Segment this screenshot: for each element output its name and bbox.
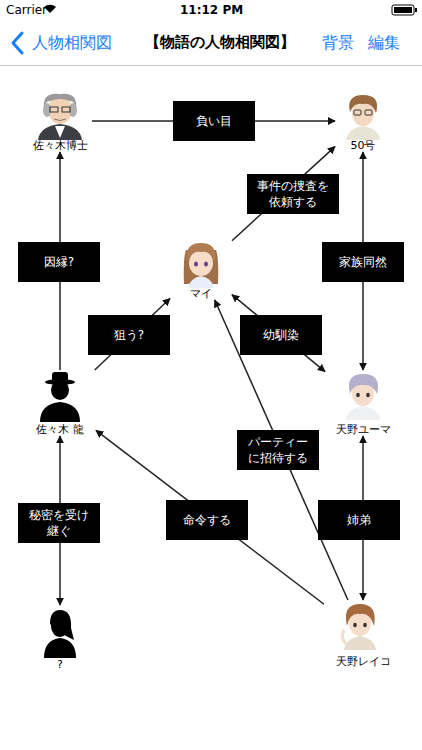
character-name: 佐々木博士 — [33, 139, 88, 152]
relation-label: 秘密を受け継ぐ — [18, 503, 100, 543]
character-name: 佐々木 龍 — [36, 423, 84, 436]
character-name: 天野ユーマ — [336, 423, 391, 436]
relation-label: 事件の捜査を依頼する — [247, 174, 339, 214]
relation-label: 負い目 — [173, 101, 255, 141]
character-node: 佐々木 龍 — [24, 370, 96, 436]
portrait-mai — [184, 243, 219, 288]
nav-separator — [0, 65, 422, 66]
relation-label: 狙う? — [88, 315, 170, 355]
back-button: 人物相関図 — [32, 33, 112, 54]
nav-button: 編集 — [368, 33, 400, 54]
character-node: マイ — [170, 238, 232, 300]
relation-label: 因縁? — [18, 242, 100, 282]
back-chevron — [13, 33, 22, 53]
relation-label: 命令する — [166, 500, 248, 540]
character-name: 50号 — [351, 139, 376, 152]
character-node: 天野ユーマ — [325, 370, 401, 436]
relation-arrow — [215, 300, 348, 600]
nav-button: 背景 — [322, 33, 354, 54]
character-name: 天野レイコ — [336, 655, 391, 668]
portrait-reiko — [342, 604, 376, 650]
character-node: 佐々木博士 — [28, 90, 92, 152]
character-name: ? — [57, 658, 63, 671]
character-node: ? — [35, 605, 85, 671]
relation-label: 姉弟 — [318, 500, 400, 540]
relation-label: 家族同然 — [322, 242, 404, 282]
portrait-yuma — [346, 374, 380, 420]
screen-title: 【物語の人物相関図】 — [118, 33, 322, 52]
silhouette-unknown — [44, 610, 76, 658]
portrait-professor — [38, 94, 82, 140]
battery-icon — [392, 5, 417, 15]
relation-label: 幼馴染 — [240, 315, 322, 355]
silhouette-ryu — [40, 372, 80, 422]
carrier-text: Carrier — [6, 3, 47, 17]
character-node: 天野レイコ — [324, 600, 402, 668]
relation-label: パーティーに招待する — [237, 430, 319, 470]
relation-arrow — [232, 295, 325, 372]
relation-arrow — [96, 430, 324, 604]
clock-text: 11:12 PM — [180, 3, 243, 17]
character-node: 50号 — [335, 90, 391, 152]
portrait-no50 — [346, 95, 380, 140]
character-name: マイ — [190, 287, 212, 300]
